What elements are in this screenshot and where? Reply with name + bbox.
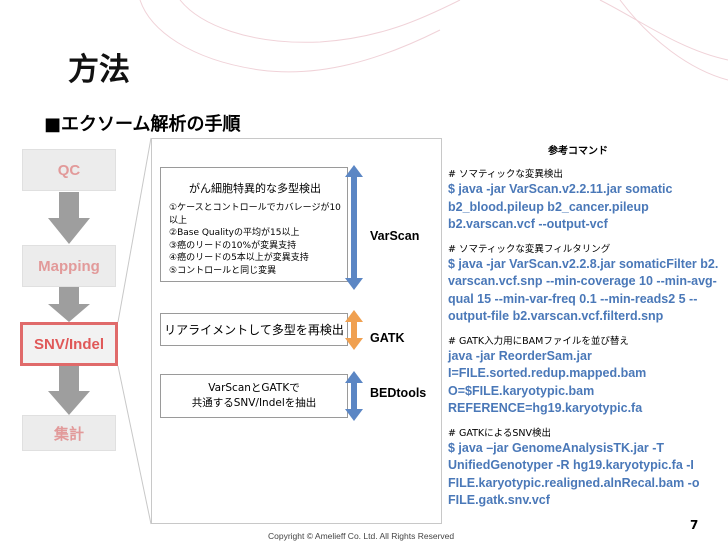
step-mapping: Mapping: [22, 245, 116, 287]
command-line: $ java –jar GenomeAnalysisTK.jar -T: [448, 440, 665, 455]
tool-label-varscan: VarScan: [370, 229, 420, 243]
intersection-line1: VarScanとGATKで: [208, 382, 300, 394]
page-title: 方法: [68, 52, 130, 88]
command-line: $ java -jar VarScan.v2.2.11.jar somatic: [448, 182, 673, 196]
command-line: qual 15 --min-var-freq 0.1 --min-reads2 …: [448, 291, 698, 306]
command-comment: # ソマティックな変異フィルタリング: [448, 243, 611, 255]
intersection-box: VarScanとGATKで 共通するSNV/Indelを抽出: [160, 374, 348, 418]
arrow-down-icon: [48, 192, 90, 244]
command-line: UnifiedGenotyper -R hg19.karyotypic.fa -…: [448, 458, 694, 472]
gatk-range-arrow: [345, 310, 363, 350]
command-comment: # ソマティックな変異検出: [448, 169, 563, 180]
section-subtitle: ■エクソーム解析の手順: [44, 114, 241, 135]
realignment-box: リアライメントして多型を再検出: [160, 313, 348, 346]
somatic-detection-heading: がん細胞特異的な多型検出: [189, 182, 321, 195]
command-line: $ java -jar VarScan.v2.2.8.jar somaticFi…: [448, 256, 719, 271]
arrow-down-icon: [48, 287, 90, 322]
command-line: b2_blood.pileup b2_cancer.pileup: [448, 199, 649, 214]
command-line: b2.varscan.vcf --output-vcf: [448, 217, 608, 231]
page-number: 7: [690, 518, 699, 532]
command-comment: # GATKによるSNV検出: [448, 427, 551, 439]
command-line: REFERENCE=hg19.karyotypic.fa: [448, 401, 643, 415]
detail-panel: [151, 138, 442, 524]
tool-label-gatk: GATK: [370, 331, 405, 345]
command-line: FILE.gatk.snv.vcf: [448, 493, 550, 507]
reference-header: 参考コマンド: [548, 146, 608, 157]
criteria-item: ④癌のリードの5本以上が変異支持: [169, 253, 309, 263]
command-comment: # GATK入力用にBAMファイルを並び替え: [448, 335, 629, 347]
step-aggregate: 集計: [22, 415, 116, 451]
somatic-detection-box: がん細胞特異的な多型検出 ①ケースとコントロールでカバレージが10以上 ②Bas…: [160, 167, 348, 282]
command-line: I=FILE.sorted.redup.mapped.bam: [448, 366, 647, 380]
intersection-line2: 共通するSNV/Indelを抽出: [191, 397, 317, 409]
command-line: output-file b2.varscan.vcf.filterd.snp: [448, 309, 664, 323]
command-line: FILE.karyotypic.realigned.alnRecal.bam -…: [448, 475, 700, 490]
bedtools-range-arrow: [345, 371, 363, 421]
copyright-footer: Copyright © Amelieff Co. Ltd. All Rights…: [268, 531, 455, 541]
tool-label-bedtools: BEDtools: [370, 386, 427, 400]
criteria-item: ①ケースとコントロールでカバレージが10以上: [169, 203, 341, 226]
step-snv-indel: SNV/Indel: [20, 322, 118, 366]
varscan-range-arrow: [345, 165, 363, 290]
command-line: O=$FILE.karyotypic.bam: [448, 383, 595, 398]
command-line: java -jar ReorderSam.jar: [448, 348, 592, 363]
criteria-item: ⑤コントロールと同じ変異: [169, 265, 277, 276]
command-list: # ソマティックな変異検出 $ java -jar VarScan.v2.2.1…: [448, 168, 726, 510]
criteria-item: ②Base Qualityの平均が15以上: [169, 228, 300, 238]
command-line: varscan.vcf.snp --min-coverage 10 --min-…: [448, 274, 717, 288]
arrow-down-icon: [48, 366, 90, 415]
criteria-item: ③癌のリードの10%が変異支持: [169, 240, 297, 251]
step-qc: QC: [22, 149, 116, 191]
